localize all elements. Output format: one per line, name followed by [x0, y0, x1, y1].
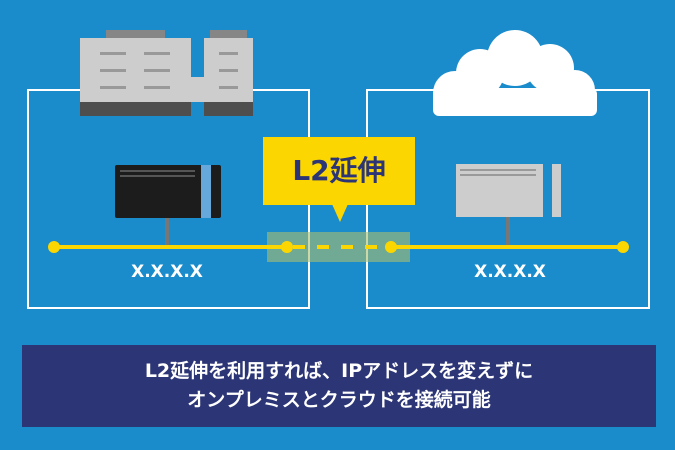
callout-label: L2延伸 [292, 154, 386, 187]
l2-extension-callout: L2延伸 [263, 137, 415, 205]
endpoint-dot [385, 241, 397, 253]
extension-dashed-line [293, 245, 385, 249]
endpoint-dot [617, 241, 629, 253]
cloud-ip-label: X.X.X.X [474, 262, 546, 282]
endpoint-dot [281, 241, 293, 253]
callout-pointer [332, 204, 348, 222]
endpoint-dot [48, 241, 60, 253]
onprem-ip-label: X.X.X.X [131, 262, 203, 282]
cloud-icon [433, 30, 597, 116]
summary-banner: L2延伸を利用すれば、IPアドレスを変えずに オンプレミスとクラウドを接続可能 [22, 345, 656, 427]
cloud-network-line [391, 245, 623, 249]
banner-line-2: オンプレミスとクラウドを接続可能 [187, 389, 491, 411]
onprem-network-line [54, 245, 287, 249]
banner-line-1: L2延伸を利用すれば、IPアドレスを変えずに [144, 360, 534, 382]
